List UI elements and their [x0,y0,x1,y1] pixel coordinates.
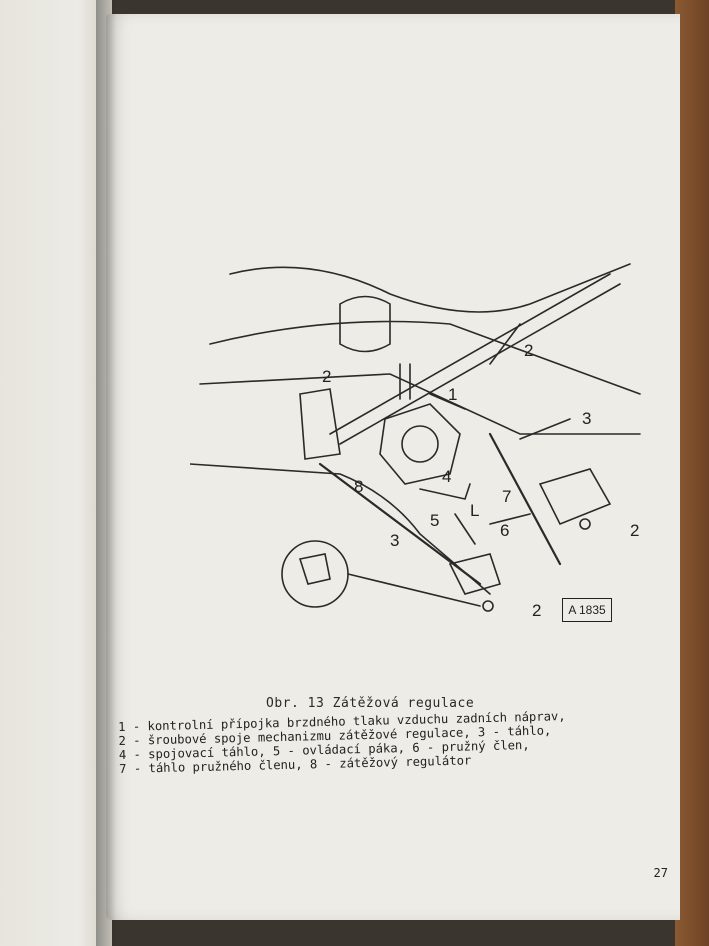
load-regulator [379,403,461,485]
pipe [329,273,611,435]
detail-part [298,553,331,585]
rod [488,432,562,566]
part-label: 2 [630,521,639,540]
part-label: 2 [532,601,541,620]
leader-line [454,513,476,545]
leader-line [429,393,466,410]
technical-drawing: 1 2 2 2 2 3 3 4 5 6 7 8 L A 1835 [189,234,650,634]
air-tank [339,295,391,353]
chassis-line [209,320,641,395]
part-label: 7 [502,487,511,506]
part-label: 6 [500,521,509,540]
part-label: 2 [524,341,533,360]
leader-line [489,323,521,365]
chassis-line [189,463,491,595]
leader-line [489,513,531,525]
regulator-cap [401,425,439,463]
bracket [299,388,341,460]
book-gutter-shadow [96,0,116,946]
part-label: 8 [354,477,363,496]
part-label: 3 [390,531,399,550]
figure-id: A 1835 [562,598,612,622]
part-label: 5 [430,511,439,530]
bolt [579,518,591,530]
part-label: 3 [582,409,591,428]
part-label: 2 [322,367,331,386]
part-label: L [470,501,479,520]
rod-end [448,553,502,595]
spring-element [538,468,612,526]
book-cover-edge [675,0,709,946]
drawing-svg: 1 2 2 2 2 3 3 4 5 6 7 8 L [189,263,641,620]
figure-caption: Obr. 13 Zátěžová regulace [266,696,475,711]
pipe [339,283,621,445]
bolt [482,600,494,612]
rod [318,462,482,586]
control-lever [419,483,471,500]
legend: 1 - kontrolní přípojka brzdného tlaku vz… [118,707,659,776]
chassis-line [229,263,631,313]
pipe [399,363,411,400]
page-number: 27 [653,866,668,880]
book-page: 1 2 2 2 2 3 3 4 5 6 7 8 L A 1835 Obr. 13… [106,14,680,920]
part-label: 4 [442,467,451,486]
part-label: 1 [448,385,457,404]
leader-line [347,573,481,607]
detail-circle [281,540,349,608]
left-page [0,0,112,946]
leader-line [519,418,571,440]
